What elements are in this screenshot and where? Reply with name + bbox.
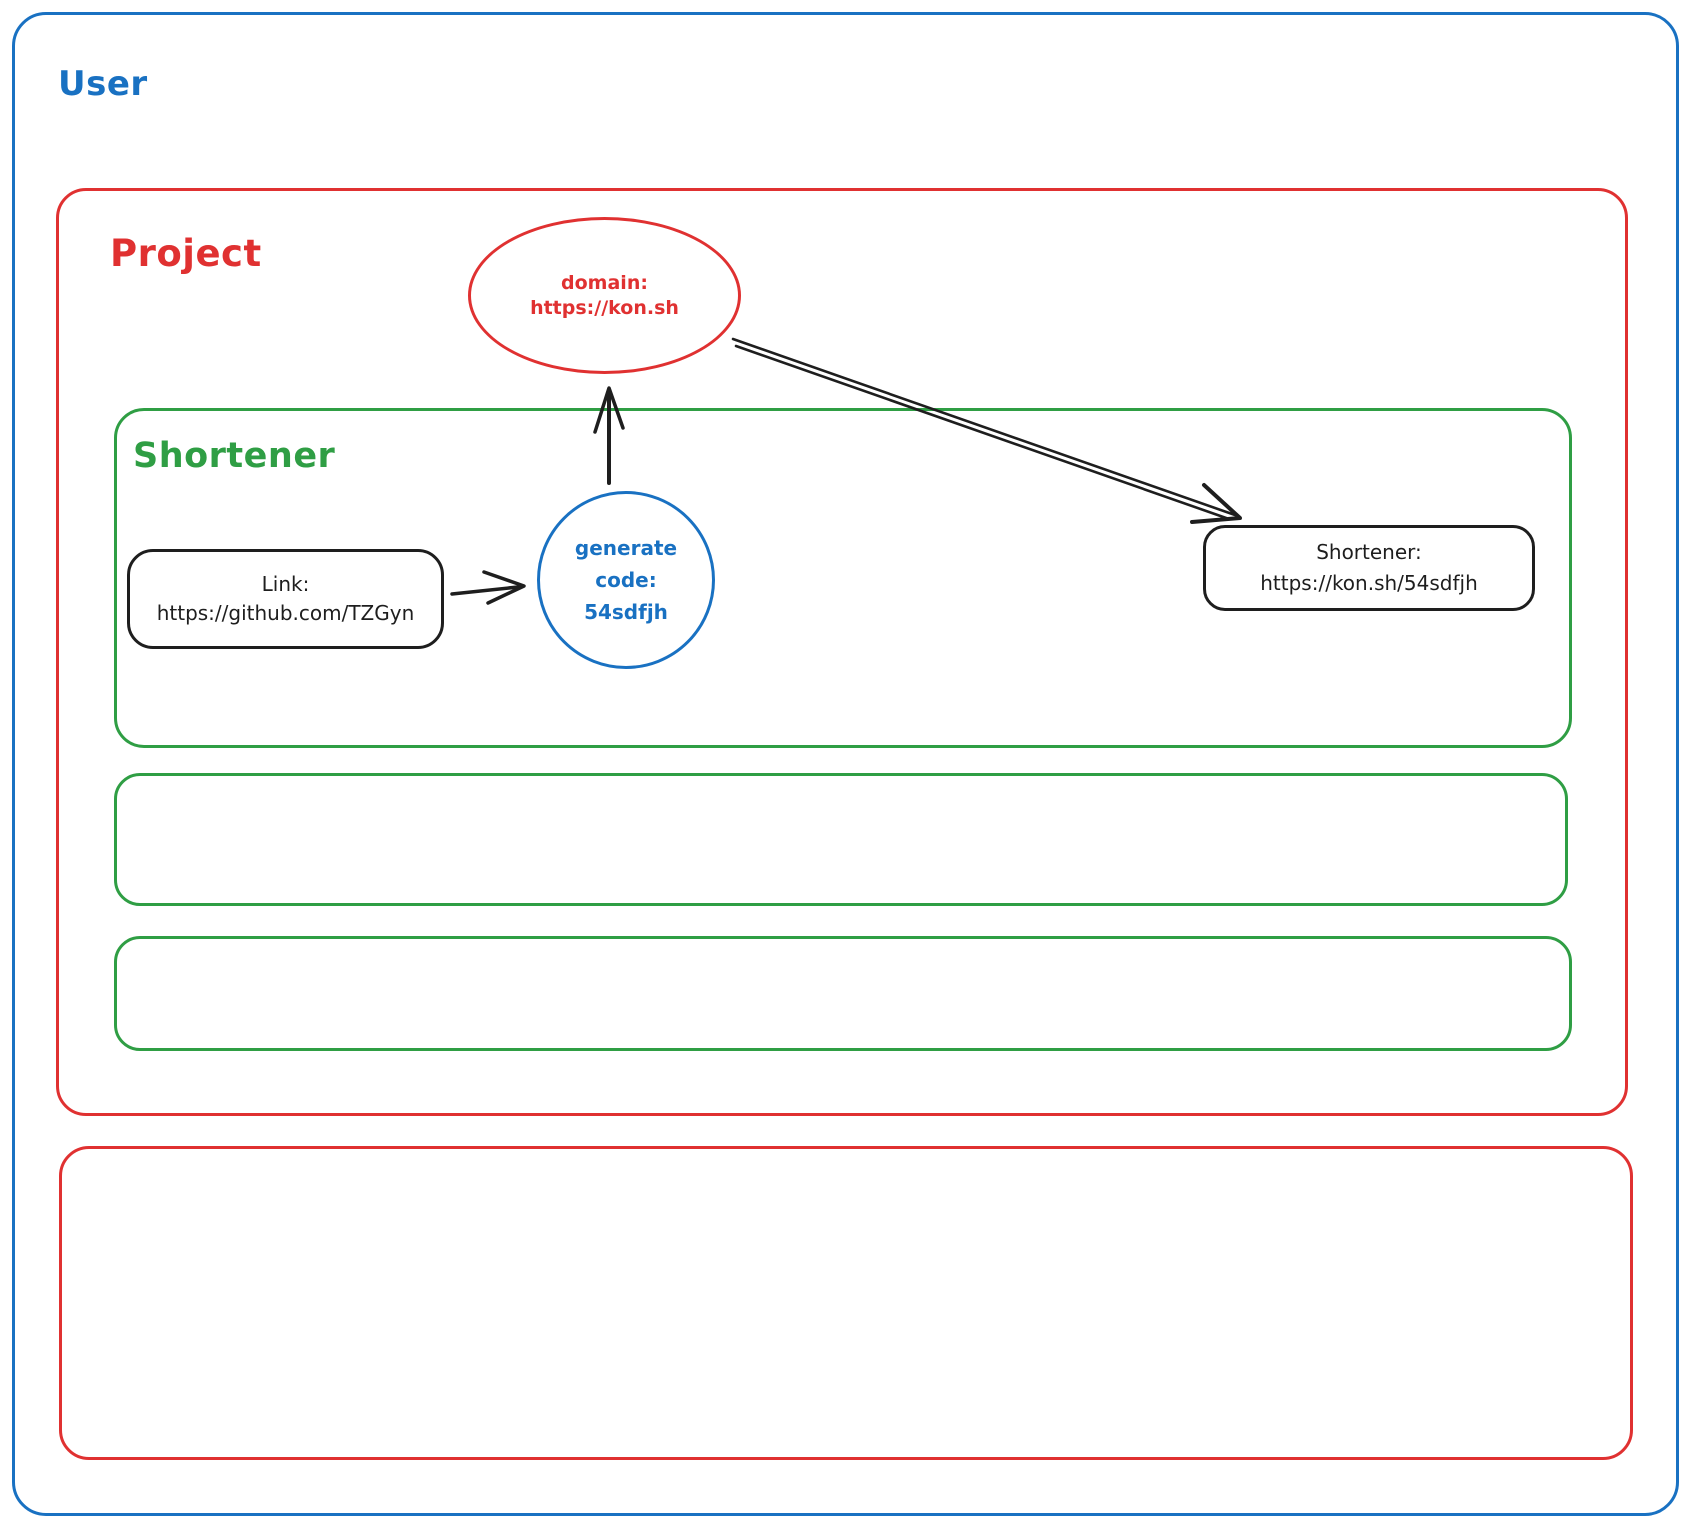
generate-code-node-line2: code: bbox=[595, 568, 657, 592]
short-url-node-line2: https://kon.sh/54sdfjh bbox=[1260, 571, 1478, 595]
link-node-line1: Link: bbox=[261, 572, 310, 596]
short-url-node-line1: Shortener: bbox=[1316, 540, 1422, 564]
empty-red-panel-bottom bbox=[59, 1146, 1633, 1460]
domain-node-line2: https://kon.sh bbox=[530, 296, 679, 319]
user-container-label: User bbox=[58, 64, 148, 104]
generate-code-node: generate code: 54sdfjh bbox=[537, 491, 715, 669]
domain-node: domain: https://kon.sh bbox=[468, 217, 741, 374]
user-container-box bbox=[12, 12, 1679, 1516]
empty-green-panel-3 bbox=[114, 936, 1572, 1051]
project-container-box bbox=[56, 188, 1628, 1116]
link-node-line2: https://github.com/TZGyn bbox=[156, 601, 415, 625]
project-container-label: Project bbox=[110, 232, 262, 275]
domain-node-line1: domain: bbox=[561, 271, 648, 294]
generate-code-node-line1: generate bbox=[574, 536, 678, 560]
link-node: Link: https://github.com/TZGyn bbox=[127, 549, 444, 649]
empty-green-panel-2 bbox=[114, 773, 1568, 906]
shortener-container-label: Shortener bbox=[133, 436, 336, 476]
generate-code-node-line3: 54sdfjh bbox=[584, 600, 668, 624]
short-url-node: Shortener: https://kon.sh/54sdfjh bbox=[1203, 525, 1535, 611]
